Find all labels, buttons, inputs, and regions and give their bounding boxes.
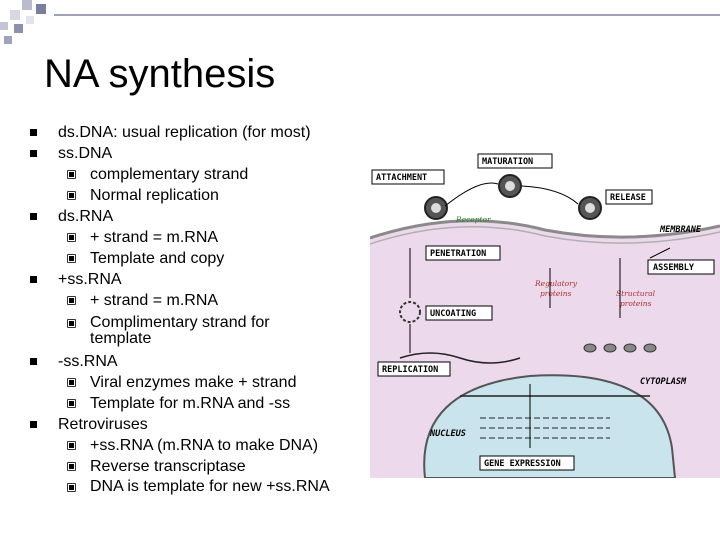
box-bullet-icon [67,296,76,305]
membrane-inner-line [370,225,720,245]
sub-bullet-item: Complimentary strand for template [30,311,335,347]
cytoplasm-label: CYTOPLASM [640,377,687,387]
box-bullet-icon [67,170,76,179]
square-bullet-icon [30,358,37,365]
sub-bullet-item: Normal replication [30,185,360,206]
bullet-item: ds.RNA [30,206,360,227]
sub-bullet-item: Template for m.RNA and -ss [30,393,360,414]
arrow-mature-to-release [521,185,579,205]
box-bullet-icon [67,441,76,450]
replication-box [377,361,451,377]
membrane-label: MEMBRANE [659,225,702,235]
transcript-strands [480,417,610,439]
bullet-item: ds.DNA: usual replication (for most) [30,122,360,143]
square-bullet-icon [30,421,37,428]
sub-bullet-item: +ss.RNA (m.RNA to make DNA) [30,435,360,456]
uncoating-label: UNCOATING [430,309,476,319]
bullet-item: -ss.RNA [30,351,360,372]
cell-membrane [370,219,720,240]
nucleus-label: NUCLEUS [429,429,466,439]
square-bullet-icon [30,150,37,157]
virus-uncoating-icon [399,301,421,323]
penetration-box [425,245,501,261]
virus-attachment-icon [424,196,448,220]
ribosome-chain [583,343,657,353]
receptor-label: Receptor [455,215,491,224]
box-bullet-icon [67,462,76,471]
bullet-item: +ss.RNA [30,269,360,290]
replication-label: REPLICATION [382,365,438,375]
release-label: RELEASE [610,193,646,203]
square-bullet-icon [30,276,37,283]
structural-proteins-label: proteins [620,299,652,308]
square-bullet-icon [30,213,37,220]
uncoating-box [425,305,493,321]
nucleus-region [423,374,677,478]
sub-bullet-item: Reverse transcriptase [30,456,360,477]
maturation-box [477,153,553,169]
virus-release-icon [578,196,602,220]
box-bullet-icon [67,483,76,492]
structural-label: Structural [616,289,656,298]
sub-bullet-item: Viral enzymes make + strand [30,372,360,393]
box-bullet-icon [67,378,76,387]
assembly-box [647,259,715,275]
top-rule [54,14,720,16]
rna-strand [399,352,521,364]
bullet-item: Retroviruses [30,414,360,435]
sub-bullet-item: Template and copy [30,248,360,269]
gene-expression-label: GENE EXPRESSION [484,459,561,469]
slide-title: NA synthesis [44,52,276,96]
bullet-list: ds.DNA: usual replication (for most) ss.… [30,122,360,495]
release-box [605,189,653,205]
virus-life-cycle-diagram: MATURATION ATTACHMENT RELEASE MEMBRANE R… [370,153,720,478]
box-bullet-icon [67,191,76,200]
corner-decoration [0,0,80,60]
arrow-attach-to-mature [444,182,499,207]
square-bullet-icon [30,129,37,136]
sub-bullet-item: DNA is template for new +ss.RNA [30,477,330,495]
virus-maturation-icon [498,174,522,198]
penetration-label: PENETRATION [430,249,486,259]
maturation-label: MATURATION [482,157,533,167]
box-bullet-icon [67,254,76,263]
sub-bullet-item: + strand = m.RNA [30,290,360,311]
sub-bullet-item: complementary strand [30,164,360,185]
box-bullet-icon [67,319,76,328]
box-bullet-icon [67,399,76,408]
regulatory-proteins-label: proteins [540,289,572,298]
attachment-label: ATTACHMENT [376,173,427,183]
bullet-item: ss.DNA [30,143,360,164]
regulatory-label: Regulatory [534,279,578,288]
attachment-box [371,169,445,185]
arrow-assembly [549,247,671,318]
box-bullet-icon [67,233,76,242]
assembly-label: ASSEMBLY [653,263,695,273]
gene-expression-box [479,455,575,471]
sub-bullet-item: + strand = m.RNA [30,227,360,248]
